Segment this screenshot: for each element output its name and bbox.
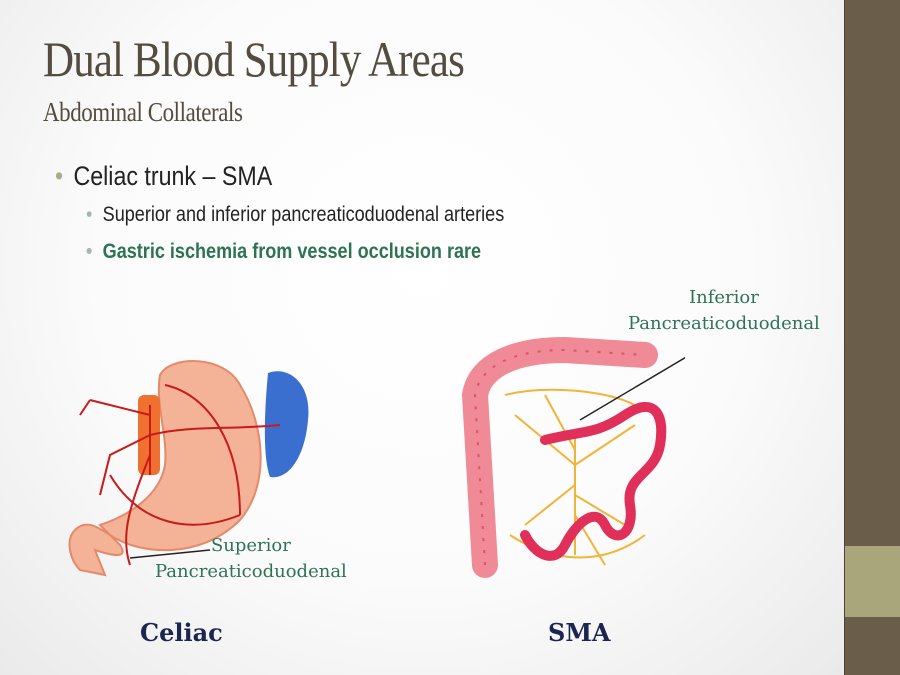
superior-pancreaticoduodenal-label: Superior Pancreaticoduodenal: [155, 533, 347, 585]
bullet-item: • Celiac trunk – SMA: [55, 161, 272, 192]
bullet-text: Gastric ischemia from vessel occlusion r…: [102, 240, 482, 263]
stomach-illustration: [68, 360, 309, 577]
slide-title: Dual Blood Supply Areas: [43, 31, 465, 87]
label-line: Inferior: [688, 287, 759, 308]
sidebar-accent-block: [845, 546, 900, 617]
label-line: Pancreaticoduodenal: [628, 313, 820, 334]
bullet-text: Celiac trunk – SMA: [73, 161, 273, 191]
bullet-text: Superior and inferior pancreaticoduodena…: [102, 203, 505, 226]
intestine-illustration: [461, 336, 685, 578]
label-line: Pancreaticoduodenal: [155, 561, 347, 582]
sub-bullet-item-emphasis: • Gastric ischemia from vessel occlusion …: [86, 240, 481, 264]
sma-caption: SMA: [548, 618, 611, 647]
sub-bullet-item: • Superior and inferior pancreaticoduoden…: [86, 203, 504, 227]
inferior-pancreaticoduodenal-label: Inferior Pancreaticoduodenal: [628, 285, 820, 337]
celiac-caption: Celiac: [140, 618, 223, 647]
bullet-icon: •: [86, 240, 93, 263]
slide: Dual Blood Supply Areas Abdominal Collat…: [0, 0, 844, 675]
bullet-icon: •: [55, 161, 64, 191]
label-line: Superior: [210, 535, 291, 556]
slide-subtitle: Abdominal Collaterals: [43, 97, 243, 127]
bullet-icon: •: [86, 203, 93, 226]
